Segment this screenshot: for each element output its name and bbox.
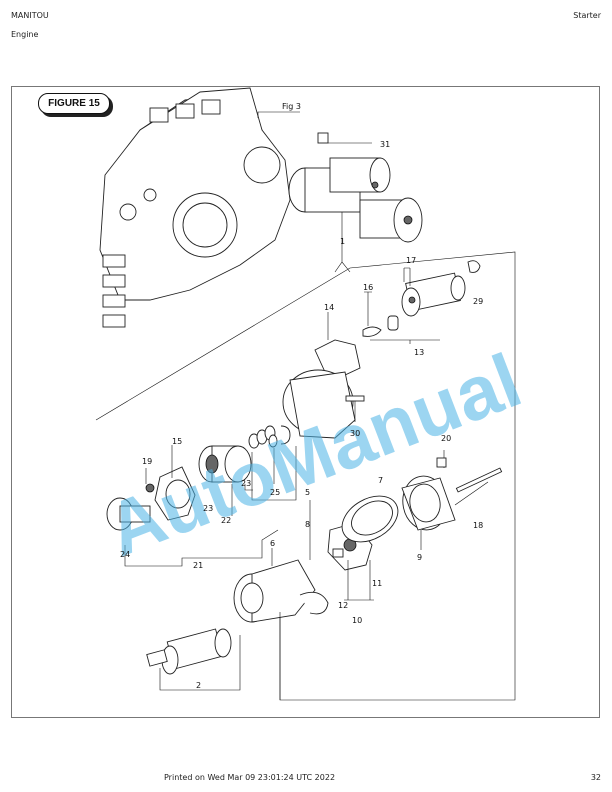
page-number: 32 [590,773,601,782]
page-title: Starter [573,11,601,20]
through-bolt-18 [455,467,503,493]
gear-case [282,339,361,439]
callout-5: 5 [305,488,310,497]
magnetic-switch [387,260,481,331]
gasket-7 [351,500,393,536]
callout-24: 24 [120,550,130,559]
starter-assembly [288,157,423,243]
callout-23a: 23 [241,479,251,488]
callout-10: 10 [352,616,362,625]
callout-6: 6 [270,539,275,548]
callout-1: 1 [340,237,345,246]
figure-badge: FIGURE 15 [38,93,110,114]
fig-ref-label: Fig 3 [282,102,301,111]
callout-8: 8 [305,520,310,529]
callout-12: 12 [338,601,348,610]
callout-31: 31 [380,140,390,149]
callout-21: 21 [193,561,203,570]
callout-23b: 23 [203,504,213,513]
print-timestamp: Printed on Wed Mar 09 23:01:24 UTC 2022 [164,773,336,782]
callout-7: 7 [378,476,383,485]
figure-frame [11,86,600,718]
callout-20: 20 [441,434,451,443]
callout-14: 14 [324,303,334,312]
field-coil [233,559,329,623]
callout-2: 2 [196,681,201,690]
callout-30: 30 [350,429,360,438]
overrunning-clutch [198,425,291,483]
callout-11: 11 [372,579,382,588]
armature [146,628,232,675]
callout-22: 22 [221,516,231,525]
callout-9: 9 [417,553,422,562]
callout-13: 13 [414,348,424,357]
callout-15: 15 [172,437,182,446]
bolt-31 [317,132,329,144]
callout-16: 16 [363,283,373,292]
callout-29: 29 [473,297,483,306]
callout-17: 17 [406,256,416,265]
screw-20 [436,457,447,468]
callout-19: 19 [142,457,152,466]
brand-name: MANITOU [11,11,49,20]
callout-18: 18 [473,521,483,530]
section-name: Engine [11,30,39,39]
callout-25: 25 [270,488,280,497]
plate-and-pinion [106,466,196,531]
flywheel-housing [99,87,291,328]
yoke-cover [401,475,456,531]
